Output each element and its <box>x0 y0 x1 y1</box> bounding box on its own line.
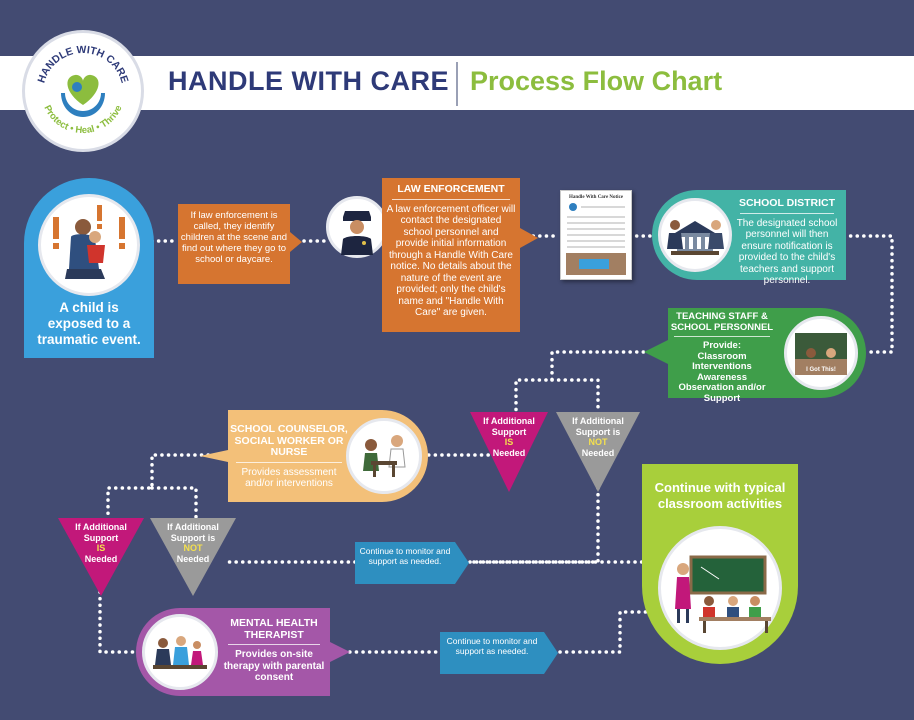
school-building-icon <box>658 198 732 272</box>
therapist-title: MENTAL HEALTH THERAPIST <box>230 617 318 641</box>
school-district-title: SCHOOL DISTRICT <box>739 197 835 209</box>
school-district-text: The designated school personnel will the… <box>737 218 838 287</box>
decision-line: Needed <box>582 448 615 458</box>
child-hug-icon <box>38 194 140 296</box>
classroom-slogan: I Got This! <box>806 367 836 373</box>
decision-keyword: NOT <box>184 543 203 553</box>
decision1-support-not-needed: If Additional Support is NOT Needed <box>556 412 640 492</box>
teaching-staff-items: Classroom Interventions Awareness Observ… <box>678 351 765 404</box>
node-monitor-support-1: Continue to monitor and support as neede… <box>355 542 471 584</box>
decision-line: Needed <box>85 554 118 564</box>
node-school-counselor: SCHOOL COUNSELOR, SOCIAL WORKER OR NURSE… <box>200 410 428 502</box>
teacher-classroom-icon <box>658 526 782 650</box>
decision2-not-text: If Additional Support is NOT Needed <box>156 522 230 564</box>
classroom-desk-icon: I Got This! <box>784 316 858 390</box>
title-rule <box>674 336 770 337</box>
counselor-text: Provides assessment and/or interventions <box>241 467 336 490</box>
counselor-title: SCHOOL COUNSELOR, SOCIAL WORKER OR NURSE <box>230 423 348 458</box>
node-school-district: SCHOOL DISTRICT The designated school pe… <box>652 190 846 280</box>
node-continue-classroom: Continue with typical classroom activiti… <box>642 464 798 664</box>
decision-line: If Additional Support <box>75 522 127 543</box>
teaching-staff-title: TEACHING STAFF & SCHOOL PERSONNEL <box>671 311 773 333</box>
decision-keyword: IS <box>97 543 106 553</box>
therapist-content: MENTAL HEALTH THERAPIST Provides on-site… <box>222 618 326 684</box>
handle-with-care-notice-form: Handle With Care Notice <box>560 190 632 280</box>
monitor1-text: Continue to monitor and support as neede… <box>357 546 453 566</box>
counselor-meeting-icon <box>346 418 422 494</box>
decision-keyword: IS <box>505 437 514 447</box>
decision-line: If Additional Support is <box>167 522 219 543</box>
counselor-content: SCHOOL COUNSELOR, SOCIAL WORKER OR NURSE… <box>230 424 348 490</box>
decision-line: Needed <box>493 448 526 458</box>
node-monitor-support-2: Continue to monitor and support as neede… <box>440 632 560 674</box>
node-child-traumatic-event: A child is exposed to a traumatic event. <box>24 178 154 358</box>
decision-line: If Additional Support <box>483 416 535 437</box>
node-law-enforcement: LAW ENFORCEMENT A law enforcement office… <box>382 178 540 332</box>
decision-line: Needed <box>177 554 210 564</box>
police-officer-icon <box>326 196 388 258</box>
decision2-is-text: If Additional Support IS Needed <box>64 522 138 564</box>
school-district-content: SCHOOL DISTRICT The designated school pe… <box>734 198 840 287</box>
law-enforcement-content: LAW ENFORCEMENT A law enforcement office… <box>386 184 516 319</box>
decision-line: If Additional Support is <box>572 416 624 437</box>
decision2-support-is-needed: If Additional Support IS Needed <box>58 518 144 596</box>
law-note-text: If law enforcement is called, they ident… <box>180 210 288 265</box>
decision-keyword: NOT <box>589 437 608 447</box>
law-enforcement-text: A law enforcement officer will contact t… <box>387 204 516 319</box>
therapist-text: Provides on-site therapy with parental c… <box>224 649 325 683</box>
title-rule <box>392 199 510 200</box>
node-teaching-staff: TEACHING STAFF & SCHOOL PERSONNEL Provid… <box>644 308 866 398</box>
monitor2-text: Continue to monitor and support as neede… <box>442 636 542 656</box>
decision1-not-text: If Additional Support is NOT Needed <box>562 416 634 458</box>
decision1-is-text: If Additional Support IS Needed <box>474 416 544 458</box>
teaching-staff-content: TEACHING STAFF & SCHOOL PERSONNEL Provid… <box>668 312 776 404</box>
child-event-text: A child is exposed to a traumatic event. <box>32 300 146 348</box>
decision1-support-is-needed: If Additional Support IS Needed <box>470 412 548 492</box>
title-rule <box>740 213 834 214</box>
decision2-support-not-needed: If Additional Support is NOT Needed <box>150 518 236 596</box>
therapy-family-icon <box>142 614 218 690</box>
node-mental-health-therapist: MENTAL HEALTH THERAPIST Provides on-site… <box>136 608 352 696</box>
classroom-text: Continue with typical classroom activiti… <box>648 480 792 512</box>
title-rule <box>236 462 342 463</box>
node-law-note: If law enforcement is called, they ident… <box>178 204 304 284</box>
title-rule <box>228 644 320 645</box>
law-enforcement-title: LAW ENFORCEMENT <box>397 183 504 195</box>
